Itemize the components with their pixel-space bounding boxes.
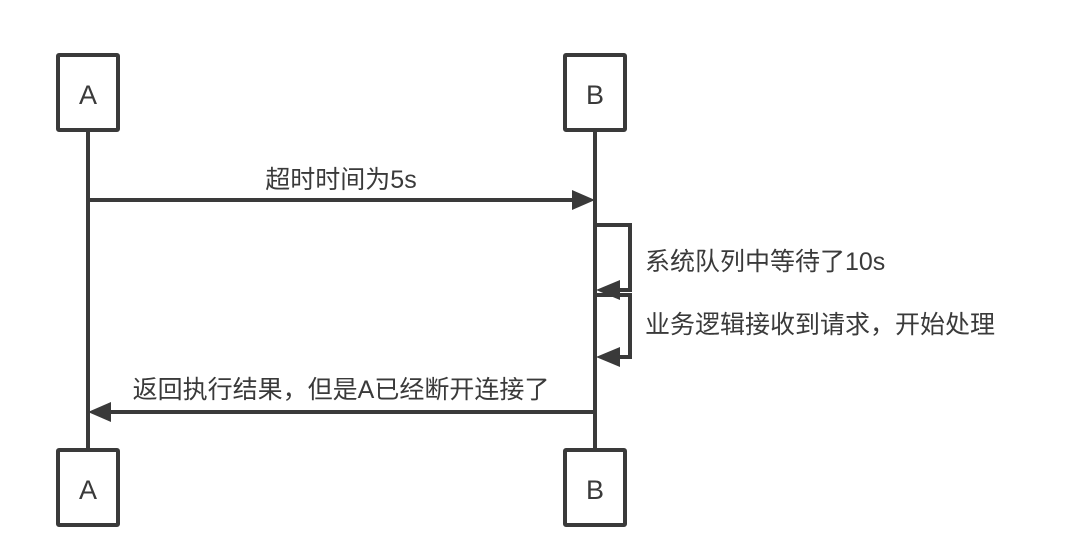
message-business-logic-label: 业务逻辑接收到请求，开始处理: [645, 311, 995, 339]
message-timeout-arrowhead-icon: [572, 190, 595, 210]
participant-b-bottom-box[interactable]: [563, 448, 627, 527]
participant-a-bottom-label: A: [79, 475, 97, 505]
message-business-logic[interactable]: 业务逻辑接收到请求，开始处理: [596, 293, 995, 367]
participant-a-bottom-box[interactable]: [56, 448, 120, 527]
participant-b-bottom-label: B: [586, 475, 604, 505]
participant-a-top-box[interactable]: [56, 53, 120, 132]
participant-b-bottom[interactable]: B: [563, 448, 627, 527]
message-timeout[interactable]: 超时时间为5s: [88, 166, 595, 210]
participant-b-top-box[interactable]: [563, 53, 627, 132]
message-timeout-label: 超时时间为5s: [265, 166, 416, 194]
message-return-result-label: 返回执行结果，但是A已经断开连接了: [133, 376, 550, 404]
participant-a-top-label: A: [79, 80, 97, 110]
participant-a-bottom[interactable]: A: [56, 448, 120, 527]
participant-b-top[interactable]: B: [563, 53, 627, 132]
participant-b-top-label: B: [586, 80, 604, 110]
message-return-result[interactable]: 返回执行结果，但是A已经断开连接了: [88, 376, 595, 422]
message-business-logic-loop: [597, 293, 632, 359]
lifelines-group: [86, 130, 597, 450]
message-business-logic-arrowhead-icon: [596, 347, 620, 367]
message-queue-wait-label: 系统队列中等待了10s: [645, 248, 885, 276]
message-queue-wait-loop: [597, 223, 632, 292]
participant-a-top[interactable]: A: [56, 53, 120, 132]
message-return-result-arrowhead-icon: [88, 402, 111, 422]
message-queue-wait[interactable]: 系统队列中等待了10s: [596, 223, 885, 300]
